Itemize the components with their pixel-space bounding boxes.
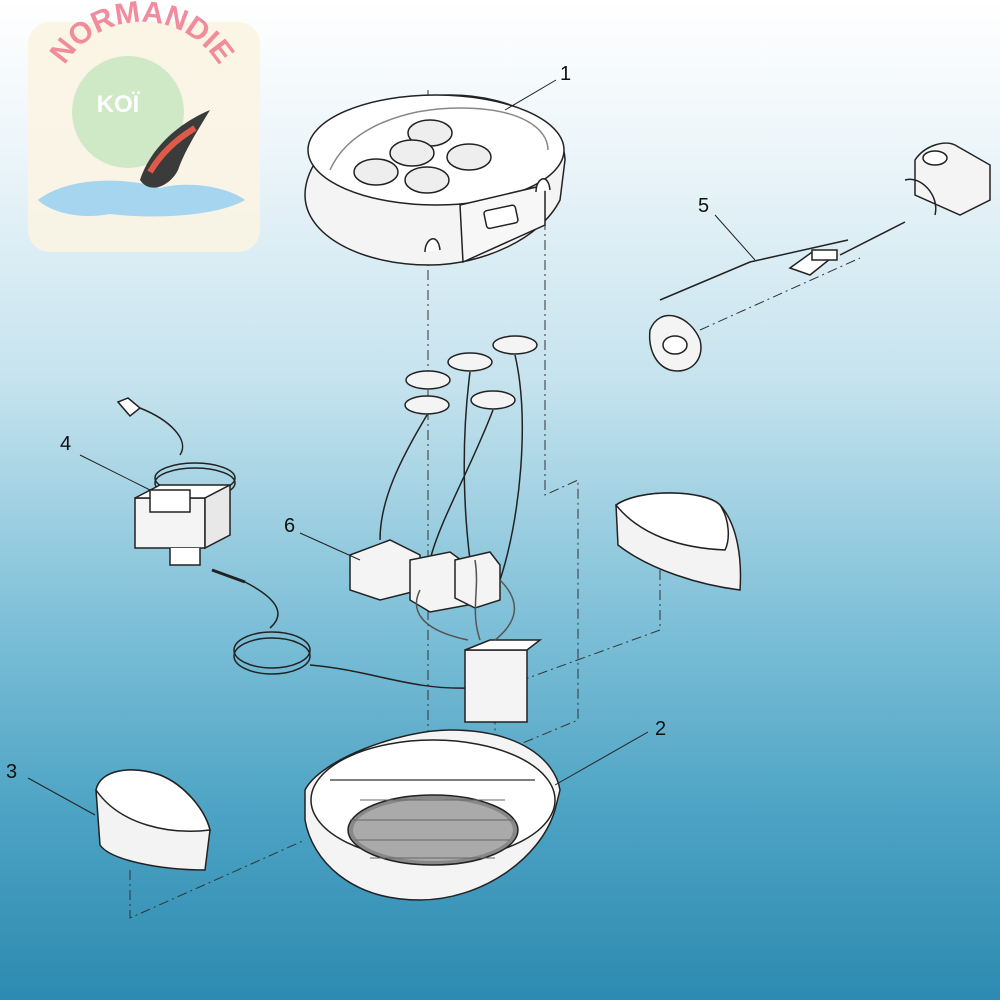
- callout-6: 6: [284, 515, 295, 537]
- part-transformer: [116, 397, 469, 689]
- callout-4: 4: [60, 433, 71, 455]
- callout-leaders: [27, 79, 756, 816]
- part-right-panel: [614, 492, 742, 591]
- logo-sub-text: KOÏ: [97, 91, 141, 118]
- part-pump-assembly: [648, 142, 991, 372]
- part-led-cluster: [349, 335, 543, 723]
- part-left-panel: [95, 769, 211, 871]
- callout-5: 5: [698, 195, 709, 217]
- callout-numbers: 1 2 3 4 5 6: [6, 63, 709, 783]
- part-base-basket: [304, 729, 561, 901]
- callout-2: 2: [655, 718, 666, 740]
- callout-3: 3: [6, 761, 17, 783]
- part-top-cover: [304, 94, 566, 266]
- normandie-koi-logo: NORMANDIE KOÏ: [28, 0, 260, 252]
- callout-1: 1: [560, 63, 571, 85]
